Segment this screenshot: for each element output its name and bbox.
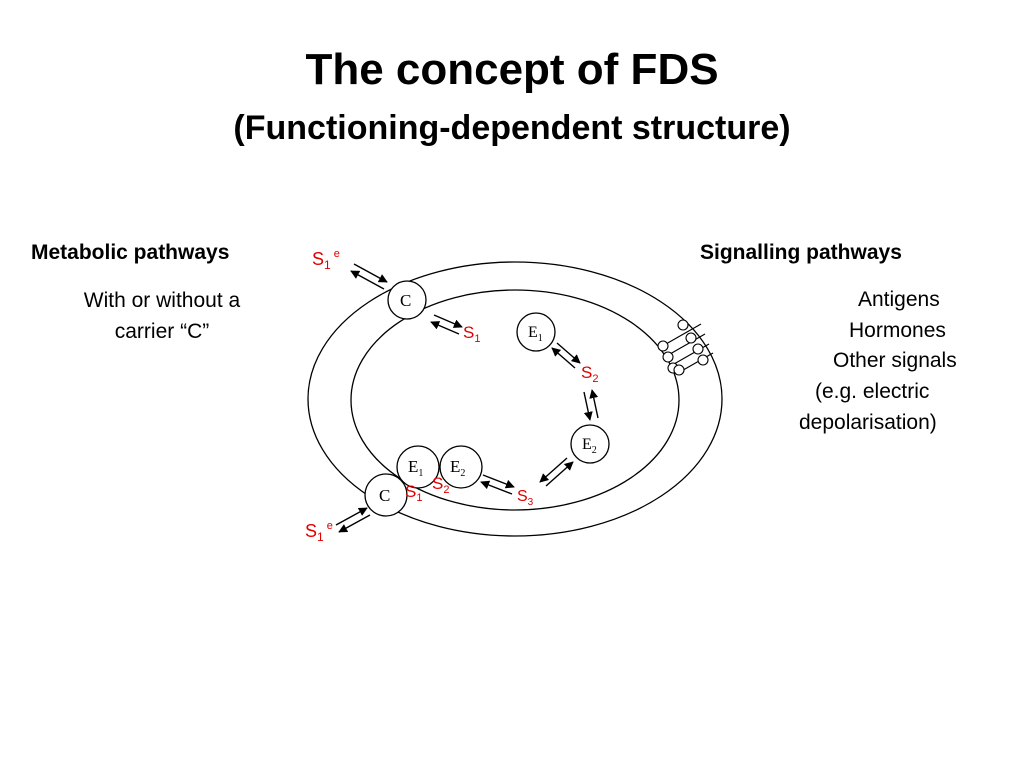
receptor-head [673,364,685,376]
receptor-head [657,340,669,352]
receptor-head [692,343,704,355]
receptor-cluster [657,319,714,376]
metabolic-description: With or without a carrier “C” [52,285,272,347]
arrow-e2-to-s3 [539,457,568,483]
metabolic-heading: Metabolic pathways [31,241,230,264]
receptor-head [677,319,689,331]
metabolic-line-1: With or without a [83,289,241,312]
page-subtitle: (Functioning-dependent structure) [233,109,791,147]
signal-item-example: (e.g. electric [815,380,930,403]
arrow-carrier-to-s1 [433,314,463,328]
substrate-label-s1e-top: S1e [312,248,340,272]
substrate-label-s3: S3 [517,488,534,508]
arrow-carrier-to-s1e [350,270,385,290]
enzyme-node-e2 [570,424,610,464]
complex-label-e2: E2 [450,457,465,479]
reaction-arrows [335,263,599,533]
arrow-e2-to-s2 [589,389,599,419]
arrow-s1e-to-carrier [353,263,388,283]
complex-node-e1 [396,445,440,489]
arrow-e1-to-s2 [556,342,581,364]
signal-item-antigens: Antigens [858,288,940,311]
carrier-label-bottom: C [379,486,390,505]
inner-membrane [350,289,680,511]
carrier-label-top: C [400,291,411,310]
arrow-carrier-bottom-to-s1e [338,514,371,533]
substrate-label-s1: S1 [463,323,480,345]
page-title: The concept of FDS [305,45,719,94]
carrier-node-bottom [364,473,408,517]
complex-substrate-s1: S1 [405,482,422,504]
enzyme-node-e1 [516,312,556,352]
enzyme-label-e1: E1 [528,324,543,344]
receptor-head [685,332,697,344]
complex-node-e2 [439,445,483,489]
signal-item-depolarisation: depolarisation) [799,411,937,434]
arrow-s3-to-e2 [545,461,574,487]
substrate-label-s1e-bottom: S1e [305,520,333,544]
arrow-s2-to-e1 [551,347,576,369]
signal-item-other: Other signals [833,349,957,372]
metabolic-line-2: carrier “C” [114,320,210,343]
receptor-head [662,351,674,363]
arrow-s1e-to-carrier-bottom [335,507,368,526]
substrate-label-s2: S2 [581,363,598,385]
arrow-s3-to-complex [480,480,513,495]
arrow-s2-to-e2 [583,391,593,421]
signalling-heading: Signalling pathways [700,241,902,264]
complex-label-e1: E1 [408,457,423,479]
outer-membrane [307,261,723,537]
arrow-s1-to-carrier [430,321,460,335]
receptor-head [697,354,709,366]
complex-substrate-s2: S2 [432,474,449,496]
carrier-node-top [387,280,427,320]
enzyme-label-e2: E2 [582,436,597,456]
signal-item-hormones: Hormones [849,319,946,342]
arrow-complex-to-s3 [482,474,515,489]
